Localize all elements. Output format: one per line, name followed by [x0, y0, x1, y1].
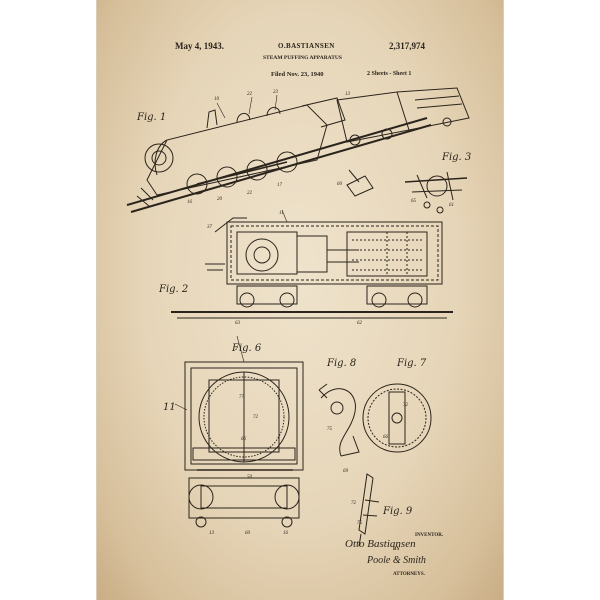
fig8-label: Fig. 8: [327, 358, 357, 369]
fig9-label: Fig. 9: [383, 506, 413, 517]
svg-text:17: 17: [277, 183, 283, 188]
svg-text:2: 2: [235, 347, 238, 352]
fig6-housing-drawing: [185, 362, 303, 527]
svg-text:61: 61: [449, 203, 454, 208]
svg-text:37: 37: [207, 225, 213, 230]
fig3-rotor-drawing: [405, 172, 467, 213]
fig3-label: Fig. 3: [442, 152, 472, 163]
svg-text:11: 11: [279, 211, 284, 216]
filed-date: Filed Nov. 23, 1940: [271, 71, 324, 78]
svg-text:72: 72: [403, 403, 409, 408]
svg-text:50: 50: [247, 475, 253, 480]
inventor-signature: Otto Bastiansen: [345, 538, 416, 550]
svg-text:16: 16: [283, 531, 289, 536]
fig7-label: Fig. 7: [397, 358, 427, 369]
inventor-label: INVENTOR.: [415, 533, 444, 538]
inventor-name: O.BASTIANSEN: [278, 42, 335, 50]
svg-text:72: 72: [351, 501, 357, 506]
attorney-signature: Poole & Smith: [367, 555, 426, 566]
svg-text:66: 66: [383, 435, 389, 440]
fig2-section-drawing: [171, 218, 453, 318]
svg-text:66: 66: [241, 437, 247, 442]
svg-text:13: 13: [209, 531, 215, 536]
svg-text:22: 22: [247, 191, 253, 196]
svg-text:22: 22: [247, 92, 253, 97]
by-label: BY: [393, 547, 400, 552]
svg-text:75: 75: [327, 427, 333, 432]
attorneys-label: ATTORNEYS.: [393, 572, 425, 577]
locomotive-drawing: [127, 88, 469, 212]
svg-text:77: 77: [239, 395, 245, 400]
fig-ref-11: 11: [163, 402, 176, 413]
patent-date: May 4, 1943.: [175, 41, 224, 51]
svg-text:63: 63: [235, 321, 241, 326]
svg-text:75: 75: [357, 521, 363, 526]
svg-text:62: 62: [357, 321, 363, 326]
fig6-label: Fig. 6: [232, 343, 262, 354]
svg-text:16: 16: [187, 200, 193, 205]
svg-text:20: 20: [217, 197, 223, 202]
reference-leaders: [175, 95, 287, 410]
svg-text:60: 60: [337, 182, 343, 187]
fig7-wheel-drawing: [363, 384, 431, 452]
svg-text:10: 10: [214, 97, 220, 102]
svg-text:60: 60: [245, 531, 251, 536]
patent-number: 2,317,974: [389, 41, 425, 51]
sheet-info: 2 Sheets - Sheet 1: [367, 71, 412, 77]
fig9-blade-drawing: [359, 474, 379, 546]
patent-poster: May 4, 1943. O.BASTIANSEN 2,317,974 STEA…: [97, 0, 503, 600]
fig8-cam-drawing: [319, 384, 359, 456]
svg-text:72: 72: [253, 415, 259, 420]
svg-text:69: 69: [343, 469, 349, 474]
fig1-label: Fig. 1: [137, 112, 167, 123]
patent-title: STEAM PUFFING APPARATUS: [263, 55, 342, 61]
fig2-label: Fig. 2: [159, 284, 189, 295]
svg-text:65: 65: [411, 199, 417, 204]
svg-text:13: 13: [345, 92, 351, 97]
reference-numerals: 10 22 23 13 16 20 22 17 60 65 61 11 37 6…: [187, 90, 454, 536]
patent-drawings: 10 22 23 13 16 20 22 17 60 65 61 11 37 6…: [97, 0, 503, 600]
svg-text:23: 23: [273, 90, 279, 95]
